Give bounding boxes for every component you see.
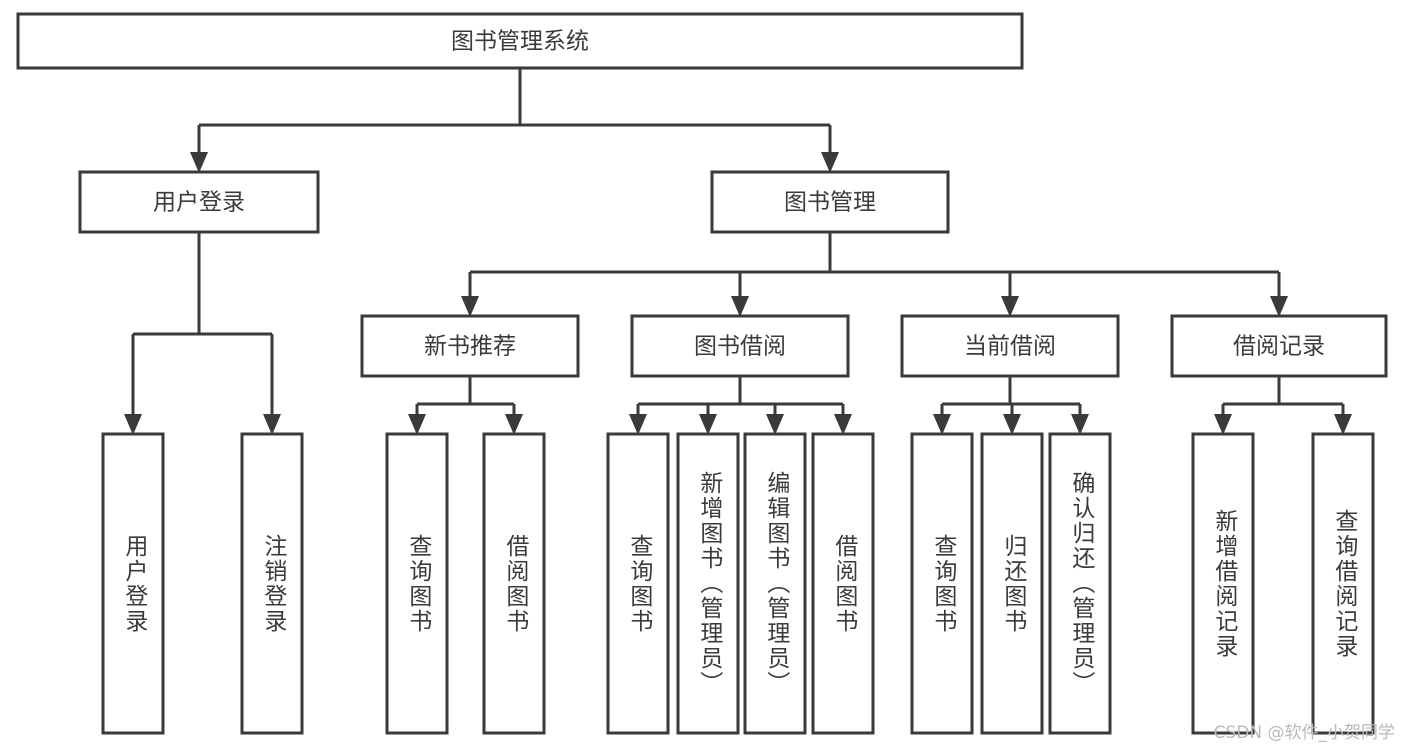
node-label-book-borrow: 图书借阅	[694, 334, 786, 360]
node-box-leaf-cur-query-book[interactable]	[910, 432, 974, 735]
node-box-leaf-rec-borrow-book[interactable]	[482, 432, 546, 735]
node-box-leaf-cur-return-book[interactable]	[980, 432, 1044, 735]
node-box-leaf-borrow-borrow-book[interactable]	[811, 432, 875, 735]
node-label-new-book-rec: 新书推荐	[424, 334, 516, 360]
node-box-new-book-rec[interactable]	[360, 314, 580, 378]
node-label-user-login: 用户登录	[153, 190, 245, 216]
node-box-leaf-rec-query-book[interactable]	[385, 432, 449, 735]
node-box-current-borrow[interactable]	[900, 314, 1120, 378]
node-box-book-manage[interactable]	[710, 170, 950, 234]
connector-layer	[124, 68, 1352, 435]
node-label-borrow-record: 借阅记录	[1233, 334, 1325, 360]
node-box-leaf-rec-add-record[interactable]	[1191, 432, 1255, 735]
node-box-root[interactable]	[16, 12, 1024, 70]
node-box-leaf-rec-query-record[interactable]	[1311, 432, 1375, 735]
node-label-root: 图书管理系统	[451, 29, 589, 55]
connector-group-borrow-record	[1214, 376, 1352, 435]
connector-group-new-book-rec	[408, 376, 523, 435]
node-box-leaf-borrow-add-book[interactable]	[676, 432, 740, 735]
node-box-leaf-cur-confirm-return[interactable]	[1048, 432, 1112, 735]
connector-group-root	[190, 68, 839, 173]
node-box-leaf-borrow-query-book[interactable]	[606, 432, 670, 735]
node-box-layer	[16, 12, 1388, 735]
node-box-user-login[interactable]	[78, 170, 320, 234]
connector-group-current-borrow	[933, 376, 1089, 435]
node-box-borrow-record[interactable]	[1170, 314, 1388, 378]
node-label-current-borrow: 当前借阅	[964, 334, 1056, 360]
node-box-leaf-user-login[interactable]	[101, 432, 165, 735]
connector-group-book-borrow	[629, 376, 852, 435]
node-label-book-manage: 图书管理	[784, 190, 876, 216]
node-box-book-borrow[interactable]	[630, 314, 850, 378]
node-box-leaf-borrow-edit-book[interactable]	[743, 432, 807, 735]
connector-group-book-manage	[461, 232, 1288, 317]
connector-group-user-login	[124, 232, 281, 435]
node-box-leaf-user-logout[interactable]	[240, 432, 304, 735]
